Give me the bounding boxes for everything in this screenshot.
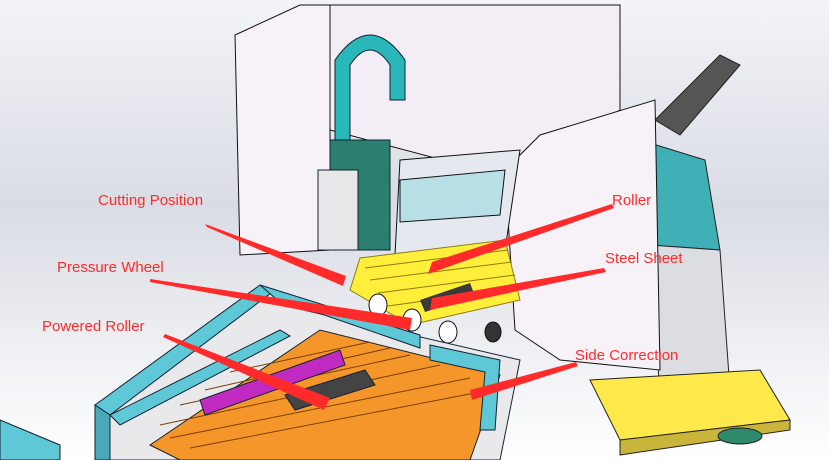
arrow-steel-sheet <box>430 268 606 310</box>
label-cutting-position: Cutting Position <box>98 192 204 209</box>
right-unit <box>589 139 791 456</box>
pressure-wheels <box>368 293 502 344</box>
annotation-arrows <box>150 204 614 410</box>
arrow-pressure-wheel <box>150 279 412 330</box>
label-pressure-wheel: Pressure Wheel <box>57 259 164 276</box>
arrow-side-correction <box>470 362 578 400</box>
arrow-cutting-position <box>205 224 346 286</box>
label-side-correction: Side Correction <box>575 347 679 364</box>
label-roller: Roller <box>612 192 652 209</box>
conveyor-frame <box>0 284 521 460</box>
arrow-roller <box>428 204 614 274</box>
rear-strip <box>654 54 741 136</box>
label-steel-sheet: Steel Sheet <box>605 250 683 267</box>
cable-chain <box>317 34 406 251</box>
label-powered-roller: Powered Roller <box>42 318 145 335</box>
housing <box>234 4 661 371</box>
arrow-powered-roller <box>163 334 330 410</box>
